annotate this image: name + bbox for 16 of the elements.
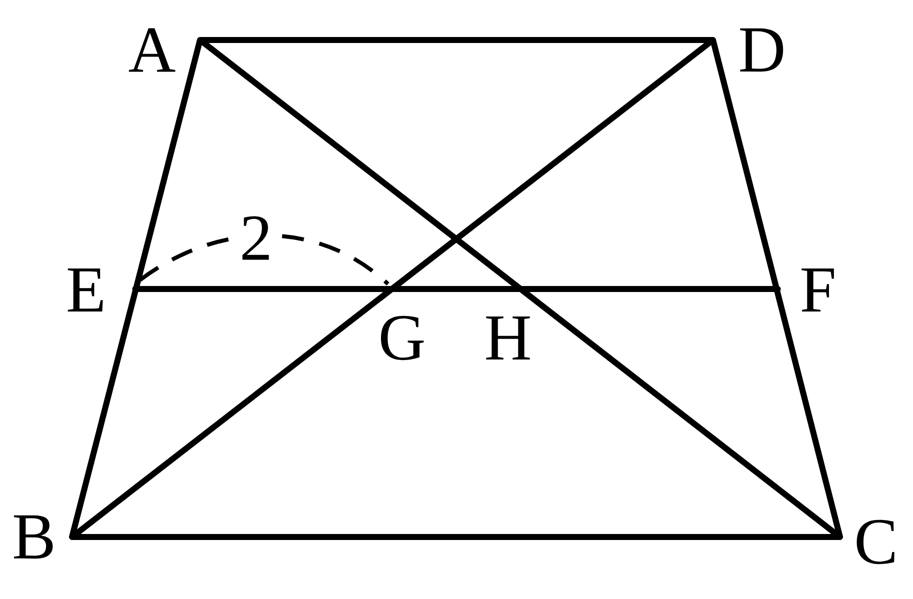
line-segment [69,534,843,540]
point-label: G [380,316,424,360]
line-segment [197,37,843,540]
point-label: D [740,28,784,72]
point-label: H [486,316,530,360]
line-segment [69,37,203,540]
point-label: B [14,515,53,559]
length-label: 2 [234,210,278,266]
line-segment [197,37,716,43]
point-label: C [856,520,894,564]
line-segment [69,37,716,540]
point-label: F [802,268,834,312]
point-label: A [128,28,176,72]
line-segment [132,286,781,292]
point-label: E [68,268,103,312]
line-segment [710,37,843,540]
